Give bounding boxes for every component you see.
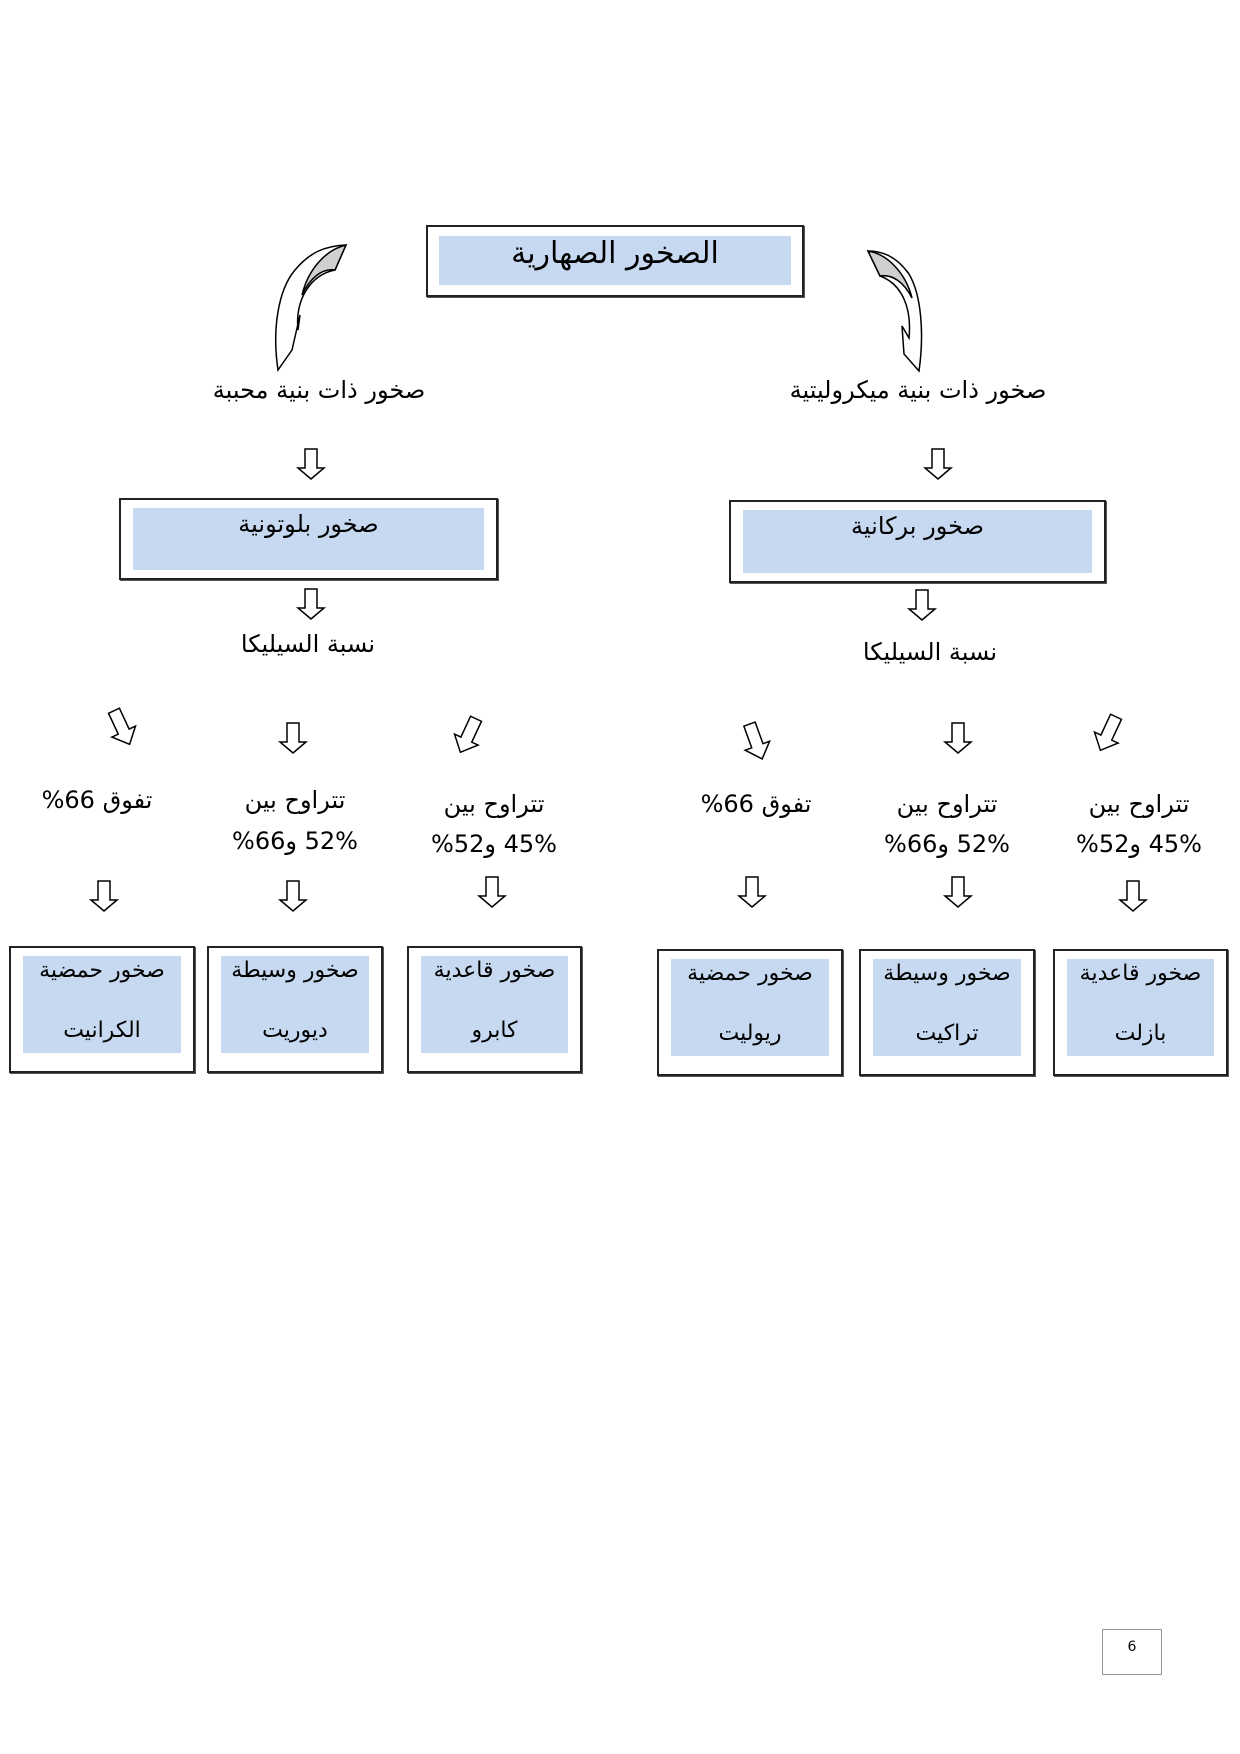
range-text: 45% و52% [431, 830, 557, 858]
rock-name: تراكيت [915, 1021, 979, 1046]
left-silica-label: نسبة السيليكا [240, 630, 376, 658]
volcanic-box: صخور بركانية [729, 500, 1106, 583]
plutonic-box: صخور بلوتونية [119, 498, 498, 580]
curved-arrow-left-icon [274, 243, 348, 372]
down-arrow-icon [277, 722, 309, 754]
title: الصخور الصهارية [511, 236, 719, 271]
rock-name: الكرانيت [63, 1018, 141, 1043]
rock-name: ديوريت [262, 1018, 328, 1043]
diagonal-arrow-icon [453, 715, 483, 754]
range-text: 52% و66% [232, 827, 358, 855]
down-arrow-icon [736, 876, 768, 908]
volcanic-label: صخور بركانية [851, 512, 984, 540]
rock-category: صخور قاعدية [433, 958, 556, 983]
curved-arrow-right-icon [866, 250, 923, 373]
rock-name: بازلت [1114, 1021, 1167, 1046]
rock-category: صخور حمضية [39, 958, 165, 983]
right-silica-label: نسبة السيليكا [862, 638, 998, 666]
title-box: الصخور الصهارية [426, 225, 804, 297]
down-arrow-icon [277, 880, 309, 912]
plutonic-label: صخور بلوتونية [238, 510, 379, 538]
down-arrow-icon [942, 876, 974, 908]
rock-name: كابرو [471, 1018, 518, 1043]
down-arrow-icon [922, 448, 954, 480]
diagonal-arrow-icon [1093, 713, 1123, 752]
down-arrow-icon [906, 589, 938, 621]
rock-category: صخور قاعدية [1079, 961, 1202, 986]
range-text: تتراوح بين [896, 790, 998, 818]
rock-category: صخور وسيطة [231, 958, 359, 983]
range-text: تتراوح بين [1088, 790, 1190, 818]
rock-category: صخور حمضية [687, 961, 813, 986]
down-arrow-icon [1117, 880, 1149, 912]
diagonal-arrow-icon [742, 721, 771, 760]
rock-category: صخور وسيطة [883, 961, 1011, 986]
range-text: تتراوح بين [244, 786, 346, 814]
down-arrow-icon [88, 880, 120, 912]
rock-box-rhyolite: صخور حمضية ريوليت [657, 949, 843, 1076]
right-texture-label: صخور ذات بنية ميكروليتية [789, 376, 1047, 404]
down-arrow-icon [295, 448, 327, 480]
range-text: تفوق 66% [700, 790, 812, 818]
diagonal-arrow-icon [107, 707, 137, 746]
range-text: 45% و52% [1076, 830, 1202, 858]
page-number: 6 [1102, 1629, 1162, 1675]
rock-box-gabbro: صخور قاعدية كابرو [407, 946, 582, 1073]
down-arrow-icon [942, 722, 974, 754]
range-text: تفوق 66% [41, 786, 153, 814]
rock-box-basalt: صخور قاعدية بازلت [1053, 949, 1228, 1076]
range-text: 52% و66% [884, 830, 1010, 858]
left-texture-label: صخور ذات بنية محببة [212, 376, 426, 404]
rock-name: ريوليت [718, 1021, 782, 1046]
down-arrow-icon [295, 588, 327, 620]
range-text: تتراوح بين [443, 790, 545, 818]
rock-box-trachyte: صخور وسيطة تراكيت [859, 949, 1035, 1076]
rock-box-diorite: صخور وسيطة ديوريت [207, 946, 383, 1073]
rock-box-granite: صخور حمضية الكرانيت [9, 946, 195, 1073]
down-arrow-icon [476, 876, 508, 908]
